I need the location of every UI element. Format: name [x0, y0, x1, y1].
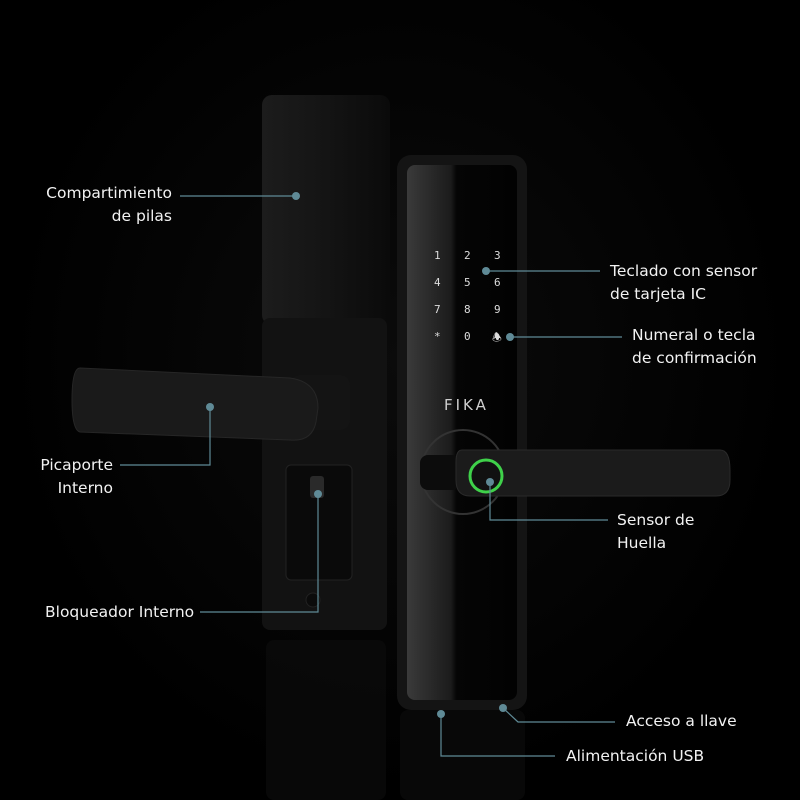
key-7: 7	[434, 303, 441, 316]
callout-lock: Bloqueador Interno	[45, 603, 195, 621]
key-4: 4	[434, 276, 441, 289]
key-5: 5	[464, 276, 471, 289]
callout-dot	[292, 192, 300, 200]
exterior-plate	[397, 155, 731, 710]
brand-logo: FIKA	[444, 396, 489, 414]
key-2: 2	[464, 249, 471, 262]
key-star: *	[434, 330, 441, 343]
key-6: 6	[494, 276, 501, 289]
callout-usb: Alimentación USB	[566, 747, 705, 765]
key-9: 9	[494, 303, 501, 316]
key-1: 1	[434, 249, 441, 262]
callout-key: Acceso a llave	[626, 712, 737, 730]
key-8: 8	[464, 303, 471, 316]
key-3: 3	[494, 249, 501, 262]
interior-plate	[71, 95, 390, 630]
key-0: 0	[464, 330, 471, 343]
bell-icon: 🕭	[492, 331, 502, 344]
